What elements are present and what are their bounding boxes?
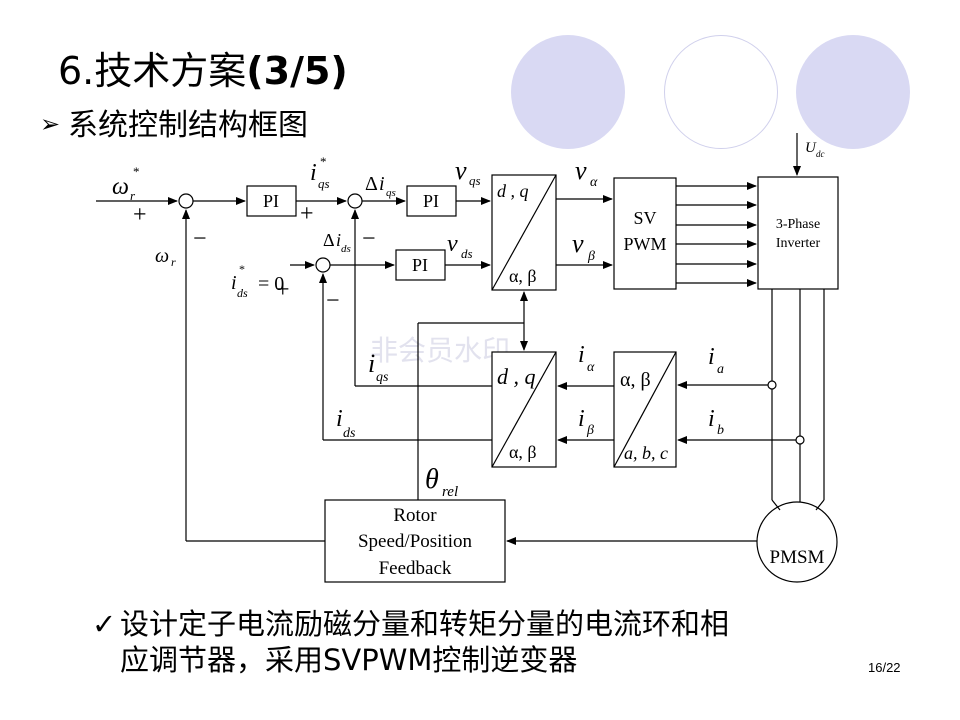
svg-text:i: i <box>368 349 375 378</box>
svg-text:*: * <box>239 262 245 276</box>
dq-mid-label: d , q <box>497 364 536 389</box>
svg-text:i: i <box>310 160 317 186</box>
equals-zero: = 0 <box>258 273 284 295</box>
ab-mid-label: α, β <box>509 442 537 462</box>
page-number: 16/22 <box>868 660 901 675</box>
plus-sign-3: + <box>276 277 290 303</box>
svg-text:i: i <box>578 406 585 432</box>
svg-text:v: v <box>447 231 458 257</box>
svg-text:ω: ω <box>112 174 129 200</box>
feedback-label-1: Rotor <box>393 505 437 526</box>
svg-text:i: i <box>379 173 385 195</box>
description-line-2: 应调节器，采用SVPWM控制逆变器 <box>120 643 578 677</box>
checkmark-icon: ✓ <box>92 607 117 641</box>
svg-text:qs: qs <box>386 187 396 199</box>
decor-circle-2 <box>664 35 778 149</box>
svg-text:i: i <box>336 406 343 432</box>
abc-right-label: a, b, c <box>624 443 668 463</box>
pi-id-label: PI <box>412 255 428 275</box>
svg-text:i: i <box>708 406 715 432</box>
speed-sum-junction <box>178 193 194 209</box>
description-line-1: ✓设计定子电流励磁分量和转矩分量的电流环和相 <box>92 606 892 642</box>
pi-iq-label: PI <box>423 191 439 211</box>
svg-text:r: r <box>171 255 176 269</box>
arrowhead-bullet-icon: ➢ <box>40 110 61 138</box>
svg-text:ds: ds <box>343 426 356 441</box>
svg-text:v: v <box>572 229 584 258</box>
minus-sign-2: − <box>362 226 376 252</box>
svg-text:θ: θ <box>425 464 439 495</box>
minus-sign-1: − <box>193 226 207 252</box>
svpwm-block <box>613 177 677 290</box>
svg-text:qs: qs <box>469 173 481 188</box>
svg-text:dc: dc <box>816 149 825 159</box>
pi-speed-label: PI <box>263 191 279 211</box>
svg-text:U: U <box>805 140 817 156</box>
svg-text:i: i <box>708 344 715 370</box>
description-text-1: 设计定子电流励磁分量和转矩分量的电流环和相 <box>120 607 730 641</box>
svg-text:Δ: Δ <box>323 230 335 250</box>
svg-text:β: β <box>586 423 594 438</box>
svg-text:a: a <box>717 362 724 377</box>
decor-circle-1 <box>511 35 625 149</box>
inverter-label-2: Inverter <box>776 236 821 251</box>
pmsm-motor <box>756 501 838 583</box>
watermark-text: 非会员水印 <box>370 334 510 367</box>
plus-sign-1: + <box>133 202 147 228</box>
svg-text:v: v <box>575 156 587 185</box>
svg-text:*: * <box>320 154 327 169</box>
svg-text:*: * <box>133 164 140 179</box>
svg-text:ds: ds <box>237 286 248 300</box>
svpwm-label-2: PWM <box>623 234 666 254</box>
svg-text:ds: ds <box>341 243 351 255</box>
svg-text:α: α <box>590 175 598 190</box>
svg-text:qs: qs <box>376 370 389 385</box>
svg-text:r: r <box>130 188 136 203</box>
svg-text:ω: ω <box>155 245 169 267</box>
svg-text:i: i <box>578 342 585 368</box>
iq-sum-junction <box>347 193 363 209</box>
svg-text:rel: rel <box>442 484 458 500</box>
slide-description: ✓设计定子电流励磁分量和转矩分量的电流环和相 应调节器，采用SVPWM控制逆变器 <box>92 606 892 678</box>
id-sum-junction <box>315 257 331 273</box>
title-suffix: (3/5) <box>246 49 348 93</box>
svpwm-label-1: SV <box>633 208 656 228</box>
inverter-block <box>757 176 839 290</box>
feedback-label-3: Feedback <box>379 558 452 579</box>
minus-sign-3: − <box>326 288 340 314</box>
decor-circle-3 <box>796 35 910 149</box>
svg-text:qs: qs <box>318 176 330 191</box>
ab-right-label: α, β <box>620 369 651 391</box>
ab-top-label: α, β <box>509 266 537 286</box>
svg-text:v: v <box>455 156 467 185</box>
svg-text:i: i <box>231 272 237 294</box>
svg-text:b: b <box>717 423 724 438</box>
inverter-label-1: 3-Phase <box>776 217 820 232</box>
title-prefix: 6.技术方案 <box>58 49 247 93</box>
slide-subtitle: ➢系统控制结构框图 <box>40 100 308 144</box>
subtitle-text: 系统控制结构框图 <box>68 108 308 143</box>
plus-sign-2: + <box>300 201 314 227</box>
svg-text:β: β <box>587 249 595 264</box>
rotor-feedback-block <box>324 499 506 583</box>
svg-text:Δ: Δ <box>365 173 378 195</box>
svg-text:ds: ds <box>461 246 473 261</box>
dq-top-label: d , q <box>497 181 529 201</box>
svg-text:i: i <box>336 230 341 250</box>
pmsm-label: PMSM <box>770 547 825 568</box>
svg-text:α: α <box>587 360 595 375</box>
slide-title: 6.技术方案(3/5) <box>58 40 348 95</box>
feedback-label-2: Speed/Position <box>358 531 473 552</box>
